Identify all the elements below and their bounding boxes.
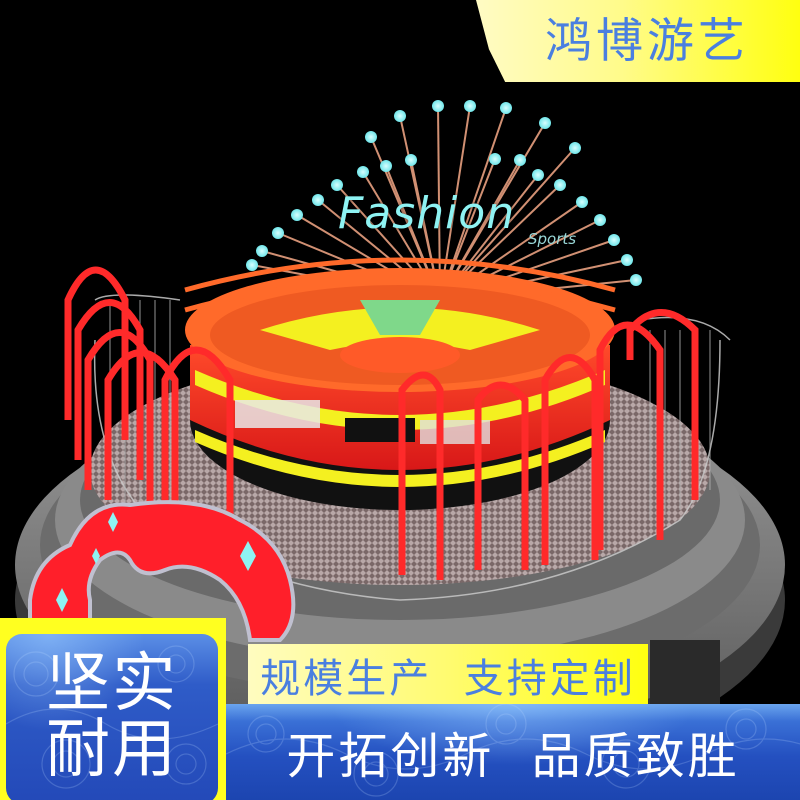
ride-sign-subtitle: Sports — [528, 230, 577, 248]
red-arches — [64, 266, 699, 580]
brand-name: 鸿博游艺 — [545, 13, 749, 69]
cloud-swirl-pattern — [226, 704, 800, 797]
entrance-gate — [28, 500, 296, 642]
tagline-strip: 规模生产 支持定制 — [248, 644, 648, 706]
feature-badge: 坚实 耐用 — [6, 634, 218, 800]
bottom-slogan-text: 开拓创新 品质致胜 — [286, 727, 740, 785]
bottom-slogan-bar: 开拓创新 品质致胜 — [226, 704, 800, 800]
cloud-swirl-pattern — [6, 645, 218, 789]
ride-sign-title: Fashion — [338, 188, 516, 239]
badge-line-1: 坚实 — [46, 647, 178, 721]
brand-banner: 鸿博游艺 — [476, 0, 800, 82]
feature-badge-frame: 坚实 耐用 — [0, 618, 226, 800]
badge-line-2: 耐用 — [46, 713, 178, 787]
tagline-text: 规模生产 支持定制 — [260, 656, 636, 702]
support-column — [650, 640, 720, 710]
